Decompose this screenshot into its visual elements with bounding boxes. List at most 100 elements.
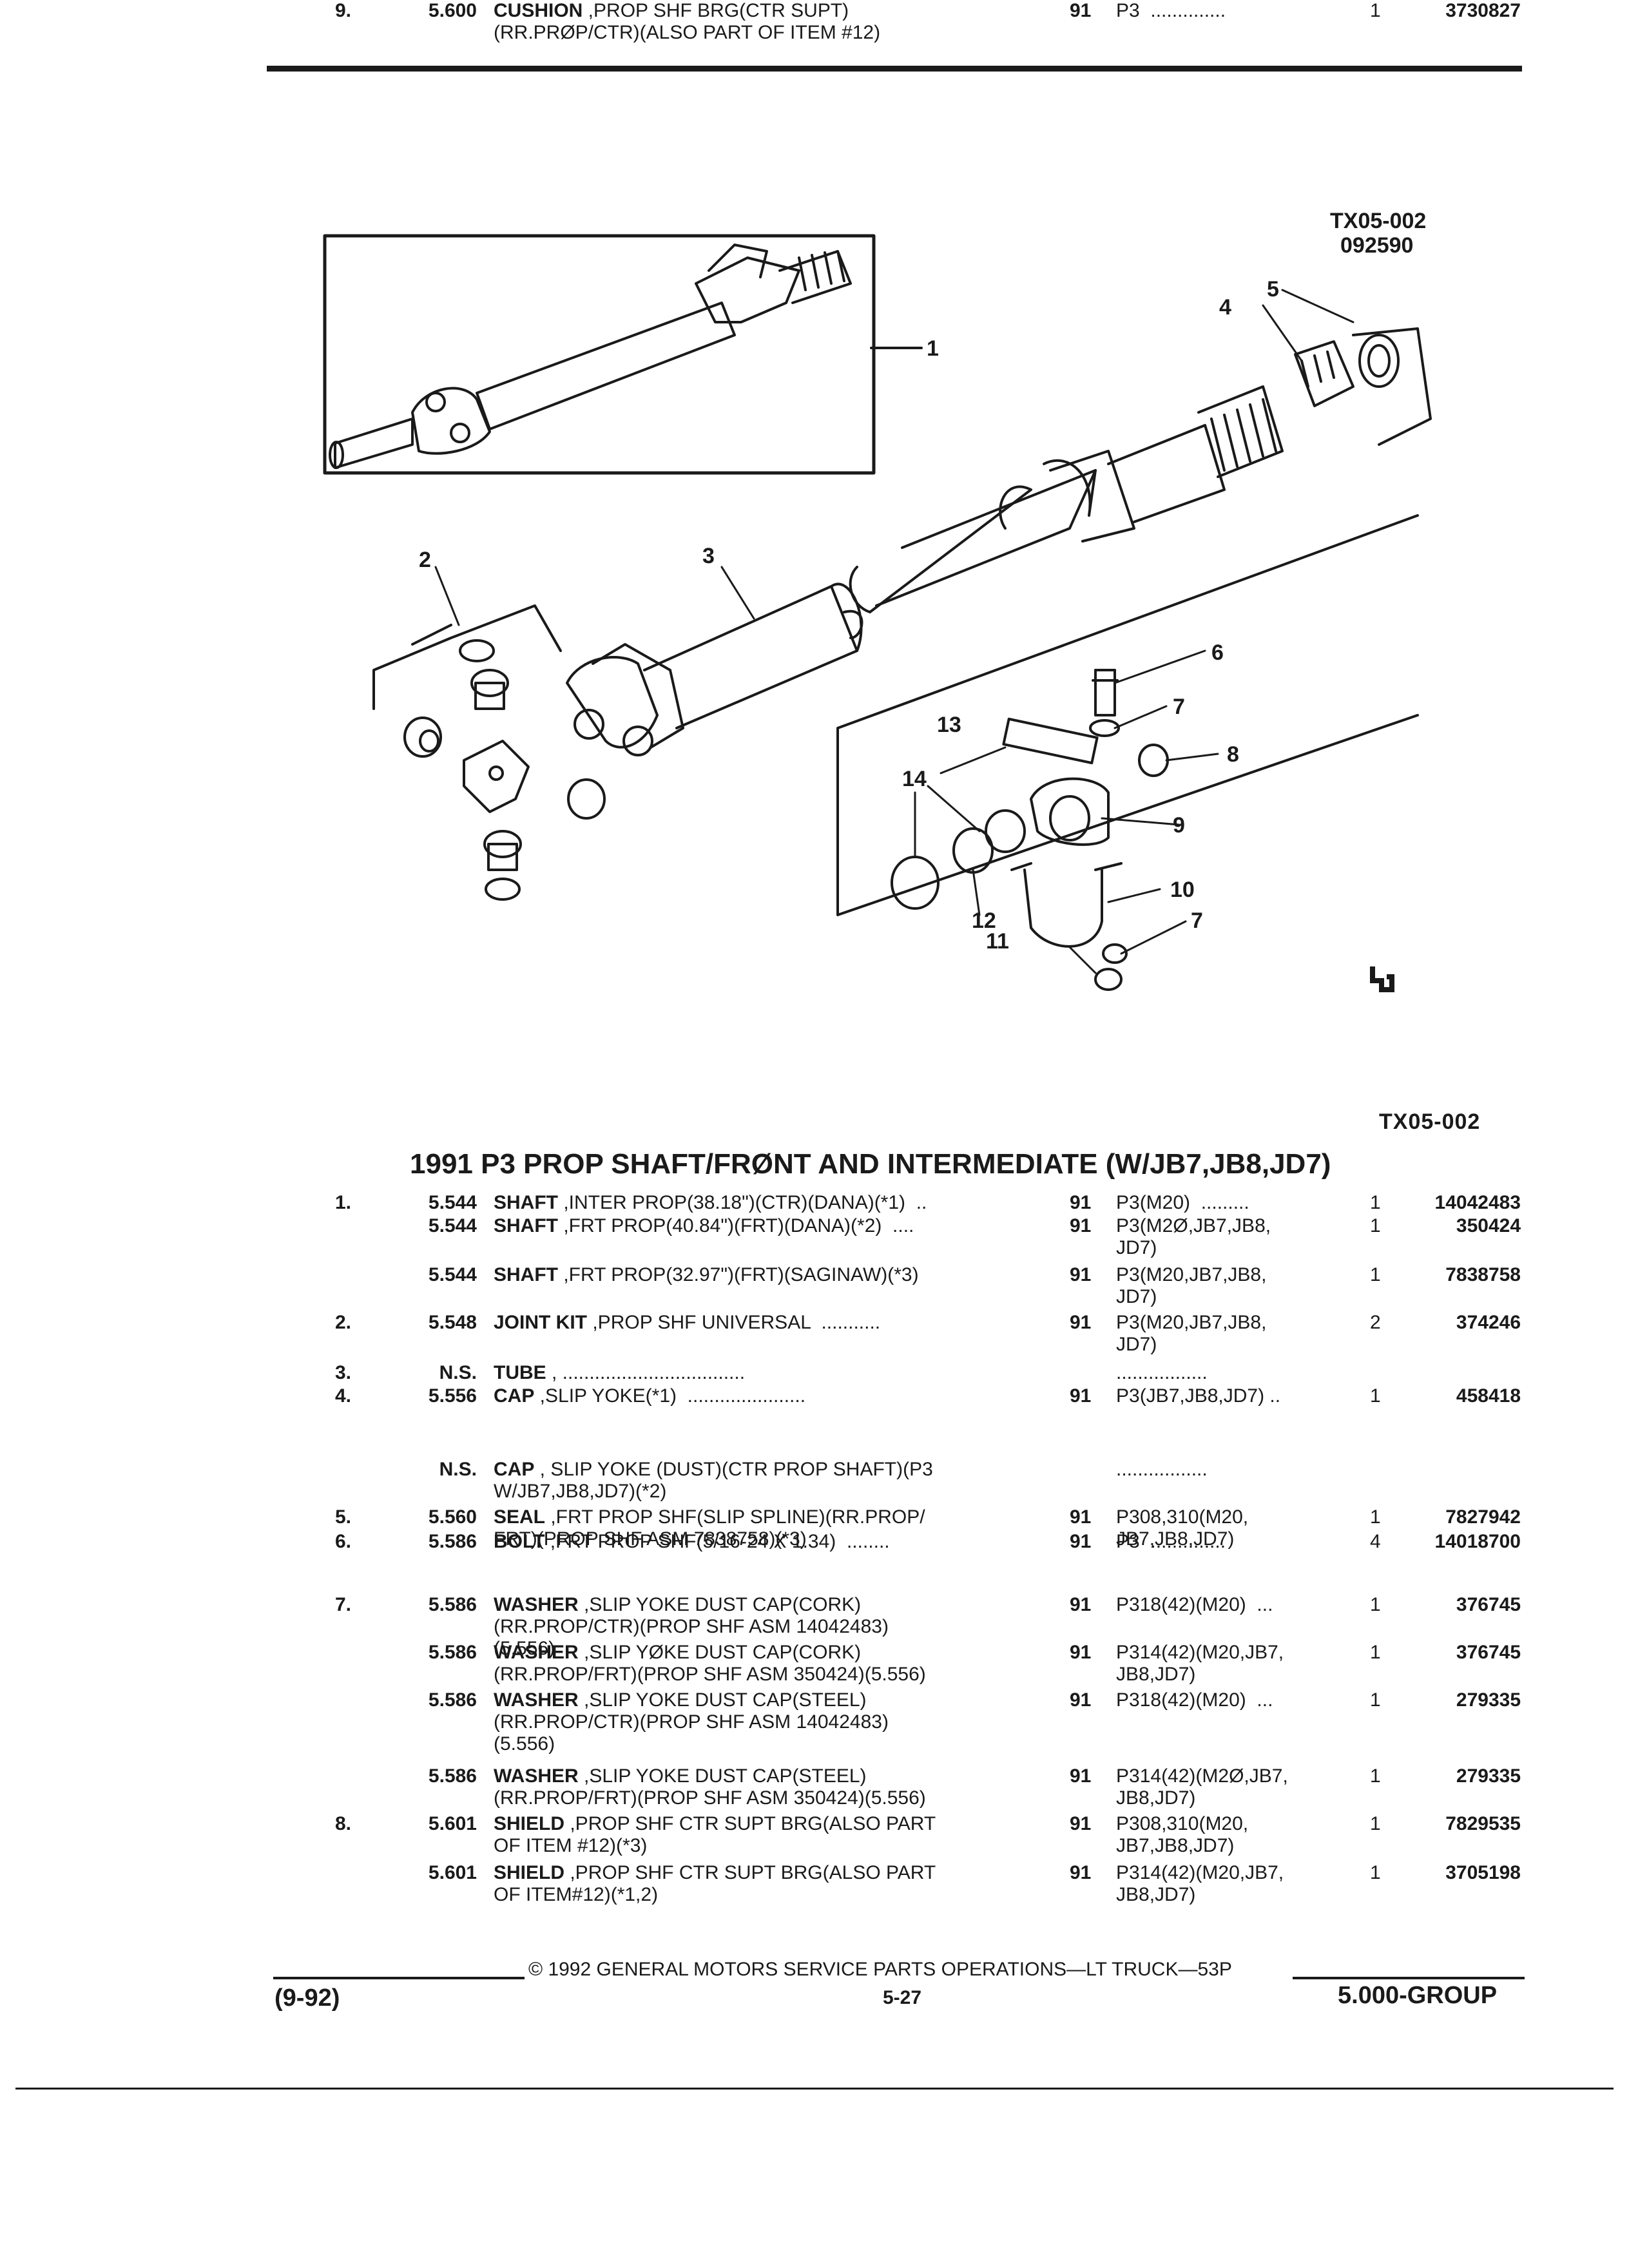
row-part-name: CUSHION: [494, 0, 583, 21]
row-description: SEAL ,FRT PROP SHF(SLIP SPLINE)(RR.PROP/…: [494, 1506, 1028, 1550]
row-part-number: 279335: [1456, 1689, 1521, 1711]
row-year: 91: [1070, 1689, 1092, 1711]
row-description-text: ,PROP SHF BRG(CTR SUPT) (RR.PRØP/CTR)(AL…: [494, 0, 881, 43]
row-part-name: SHAFT: [494, 1215, 558, 1236]
row-description-text: , ..................................: [546, 1362, 746, 1383]
publisher-logo: [1370, 966, 1394, 992]
front-shaft-assembly: [329, 244, 852, 469]
row-item-number: 3.: [335, 1362, 352, 1383]
row-group-number: 5.586: [428, 1642, 477, 1663]
row-year: 91: [1070, 1192, 1092, 1213]
row-item-number: 9.: [335, 0, 352, 21]
row-description: WASHER ,SLIP YØKE DUST CAP(CORK) (RR.PRO…: [494, 1642, 1028, 1686]
diagram-svg: TX05-002 092590 1 2 3 4 5 6 7 8 9 10 7 1…: [323, 209, 1432, 992]
row-item-number: 1.: [335, 1192, 352, 1213]
row-part-number: 279335: [1456, 1765, 1521, 1787]
row-year: 91: [1070, 1312, 1092, 1333]
row-group-number: 5.601: [428, 1862, 477, 1883]
row-year: 91: [1070, 1765, 1092, 1787]
row-description: SHIELD ,PROP SHF CTR SUPT BRG(ALSO PART …: [494, 1813, 1028, 1857]
row-model: .................: [1116, 1459, 1208, 1480]
row-quantity: 1: [1370, 1192, 1381, 1213]
row-description: SHAFT ,FRT PROP(40.84")(FRT)(DANA)(*2) .…: [494, 1215, 1028, 1237]
row-part-name: JOINT KIT: [494, 1312, 588, 1333]
row-part-number: 14018700: [1434, 1531, 1521, 1552]
row-group-number: 5.586: [428, 1531, 477, 1552]
row-year: 91: [1070, 1506, 1092, 1528]
row-description-text: ,SLIP YOKE DUST CAP(STEEL) (RR.PROP/CTR)…: [494, 1689, 889, 1754]
row-part-number: 376745: [1456, 1594, 1521, 1615]
row-description-text: ,PROP SHF CTR SUPT BRG(ALSO PART OF ITEM…: [494, 1862, 936, 1905]
callout-12: 12: [972, 908, 996, 933]
header-rule: [267, 66, 1522, 72]
row-group-number: 5.548: [428, 1312, 477, 1333]
row-part-number: 3705198: [1445, 1862, 1521, 1883]
row-description-text: ,FRT PROP SHF(SLIP SPLINE)(RR.PROP/ FRT)…: [494, 1506, 925, 1550]
row-quantity: 1: [1370, 1506, 1381, 1528]
callout-3: 3: [702, 544, 715, 568]
row-part-number: 458418: [1456, 1385, 1521, 1407]
row-model: P3(M20,JB7,JB8, JD7): [1116, 1312, 1267, 1355]
row-description: SHAFT ,INTER PROP(38.18")(CTR)(DANA)(*1)…: [494, 1192, 1028, 1214]
row-model: P308,310(M20, JB7,JB8,JD7): [1116, 1813, 1249, 1856]
row-year: 91: [1070, 1531, 1092, 1552]
row-description-text: ,FRT PROP SHF(5/16-24 X 1.34) ........: [545, 1531, 890, 1552]
row-description-text: ,FRT PROP(40.84")(FRT)(DANA)(*2) ....: [558, 1215, 914, 1236]
row-model: P314(42)(M2Ø,JB7, JB8,JD7): [1116, 1765, 1288, 1809]
row-year: 91: [1070, 1215, 1092, 1236]
footer-copyright: © 1992 GENERAL MOTORS SERVICE PARTS OPER…: [528, 1959, 1232, 1980]
callout-13: 13: [937, 713, 961, 737]
joint-kit: [372, 604, 606, 901]
row-group-number: 5.601: [428, 1813, 477, 1834]
callout-14: 14: [902, 767, 927, 791]
row-description: CUSHION ,PROP SHF BRG(CTR SUPT) (RR.PRØP…: [494, 0, 1028, 44]
row-year: 91: [1070, 1642, 1092, 1663]
row-item-number: 5.: [335, 1506, 352, 1528]
row-part-number: 350424: [1456, 1215, 1521, 1236]
row-description-text: ,FRT PROP(32.97")(FRT)(SAGINAW)(*3): [558, 1264, 919, 1285]
row-quantity: 1: [1370, 1642, 1381, 1663]
row-description: TUBE , .................................…: [494, 1362, 1028, 1384]
callout-11: 11: [986, 929, 1009, 954]
row-description-text: ,PROP SHF UNIVERSAL ...........: [587, 1312, 881, 1333]
row-description-text: ,SLIP YOKE(*1) ......................: [534, 1385, 806, 1407]
row-year: 91: [1070, 1264, 1092, 1285]
footer-page-number: 5-27: [883, 1987, 922, 2008]
tube-assembly: [566, 385, 1284, 756]
row-year: 91: [1070, 0, 1092, 21]
footer-date: (9-92): [275, 1984, 340, 2012]
callout-10: 10: [1170, 878, 1195, 902]
row-part-name: SHIELD: [494, 1813, 565, 1834]
row-quantity: 1: [1370, 1385, 1381, 1407]
row-quantity: 1: [1370, 1215, 1381, 1236]
row-quantity: 1: [1370, 1594, 1381, 1615]
row-group-number: N.S.: [439, 1362, 477, 1383]
row-part-name: SHAFT: [494, 1264, 558, 1285]
row-part-name: TUBE: [494, 1362, 546, 1383]
row-description-text: , SLIP YOKE (DUST)(CTR PROP SHAFT)(P3 W/…: [494, 1459, 933, 1502]
row-group-number: N.S.: [439, 1459, 477, 1480]
row-group-number: 5.544: [428, 1192, 477, 1213]
callout-5: 5: [1267, 277, 1279, 302]
row-year: 91: [1070, 1813, 1092, 1834]
row-part-number: 7829535: [1445, 1813, 1521, 1834]
row-description-text: ,SLIP YØKE DUST CAP(CORK) (RR.PROP/FRT)(…: [494, 1642, 926, 1685]
footer-rule-left: [273, 1977, 525, 1979]
row-quantity: 1: [1370, 1765, 1381, 1787]
row-description: CAP , SLIP YOKE (DUST)(CTR PROP SHAFT)(P…: [494, 1459, 1028, 1503]
cap-and-seal: [1294, 327, 1432, 446]
row-description-text: ,SLIP YOKE DUST CAP(STEEL) (RR.PROP/FRT)…: [494, 1765, 926, 1809]
row-description: SHAFT ,FRT PROP(32.97")(FRT)(SAGINAW)(*3…: [494, 1264, 1028, 1286]
row-group-number: 5.586: [428, 1594, 477, 1615]
callout-6: 6: [1211, 640, 1224, 665]
bottom-rule: [15, 2088, 1614, 2090]
section-title: 1991 P3 PROP SHAFT/FRØNT AND INTERMEDIAT…: [410, 1148, 1331, 1180]
row-group-number: 5.560: [428, 1506, 477, 1528]
row-year: 91: [1070, 1385, 1092, 1407]
row-year: 91: [1070, 1594, 1092, 1615]
row-group-number: 5.586: [428, 1689, 477, 1711]
exploded-diagram: TX05-002 092590 1 2 3 4 5 6 7 8 9 10 7 1…: [0, 0, 1629, 1108]
row-model: P3 ..............: [1116, 1531, 1226, 1552]
row-model: P3(M20,JB7,JB8, JD7): [1116, 1264, 1267, 1307]
callout-8: 8: [1227, 742, 1239, 767]
